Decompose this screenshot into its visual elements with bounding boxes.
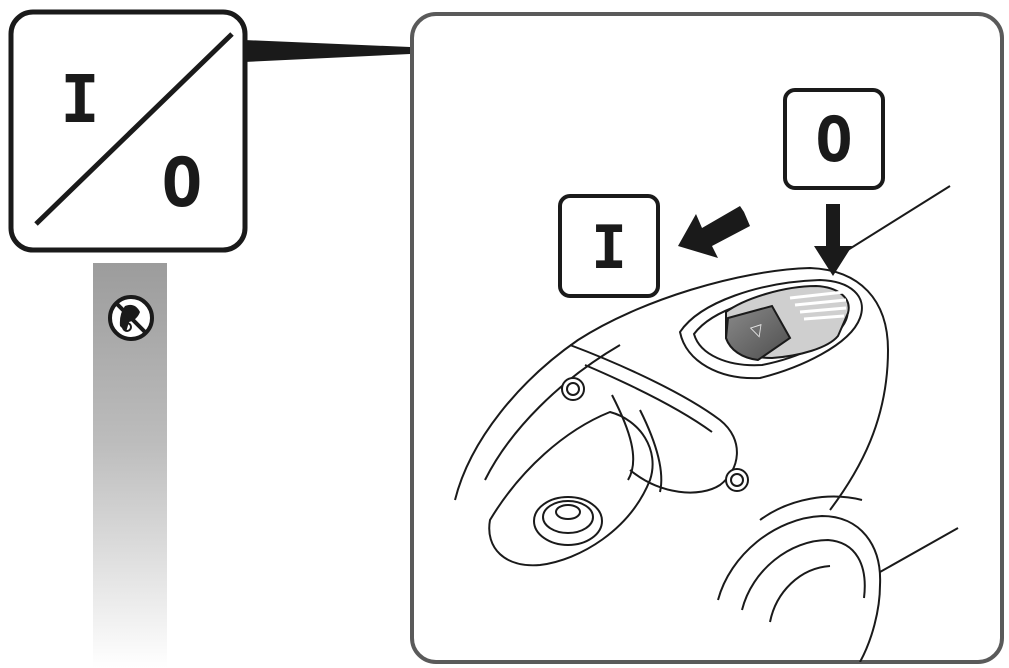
- press-down-arrow: [814, 204, 852, 276]
- lower-arm: [488, 410, 654, 567]
- grinder-illustration: [454, 185, 959, 662]
- off-symbol: O: [162, 144, 203, 223]
- symbol-divider-slash: [34, 32, 234, 226]
- off-label: O: [815, 103, 852, 176]
- on-symbol: I: [60, 61, 100, 138]
- lock-button: [533, 496, 603, 546]
- no-touch-hot-surface-icon: [108, 295, 154, 341]
- bolt-left: [561, 377, 585, 401]
- side-strip: [93, 263, 167, 668]
- tool-body-outline: [454, 266, 890, 511]
- detail-panel: ▽ I O: [410, 12, 1004, 664]
- handle-loop: [569, 344, 738, 494]
- callout-pointer: [244, 40, 410, 62]
- power-slide-switch: [724, 284, 850, 362]
- disc-guard: [717, 514, 882, 662]
- on-label-box: I: [558, 194, 660, 298]
- slide-forward-arrow: [678, 206, 750, 258]
- on-label: I: [591, 213, 627, 283]
- off-label-box: O: [783, 88, 885, 190]
- bolt-right: [725, 468, 749, 492]
- symbol-panel: I O: [8, 9, 248, 253]
